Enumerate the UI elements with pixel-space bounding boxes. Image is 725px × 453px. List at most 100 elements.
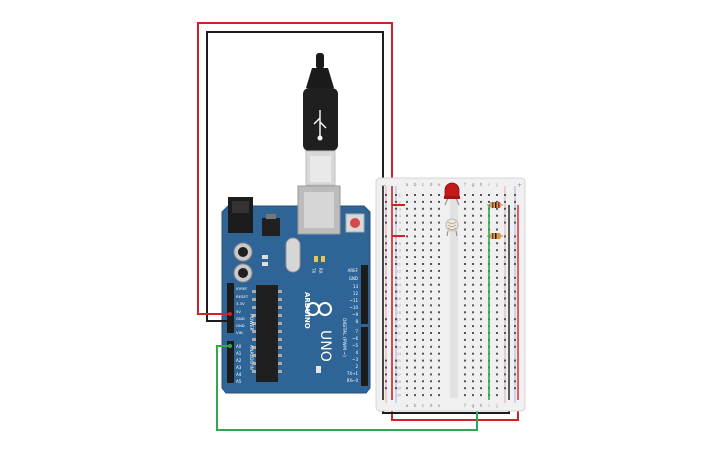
rail-hole[interactable]: [504, 359, 506, 362]
breadboard-hole[interactable]: [430, 366, 432, 369]
breadboard-hole[interactable]: [414, 200, 416, 203]
breadboard-hole[interactable]: [406, 311, 408, 314]
breadboard-hole[interactable]: [422, 207, 424, 210]
rail-hole[interactable]: [514, 359, 516, 362]
breadboard-hole[interactable]: [414, 228, 416, 231]
rail-hole[interactable]: [395, 380, 397, 383]
rail-hole[interactable]: [514, 290, 516, 293]
breadboard-hole[interactable]: [472, 338, 474, 341]
breadboard-hole[interactable]: [414, 214, 416, 217]
breadboard-hole[interactable]: [414, 276, 416, 279]
rail-hole[interactable]: [504, 345, 506, 348]
breadboard-hole[interactable]: [430, 373, 432, 376]
breadboard-hole[interactable]: [464, 352, 466, 355]
breadboard-hole[interactable]: [422, 345, 424, 348]
breadboard-hole[interactable]: [496, 194, 498, 196]
breadboard-hole[interactable]: [438, 366, 440, 369]
breadboard-hole[interactable]: [406, 283, 408, 286]
breadboard-hole[interactable]: [438, 394, 440, 397]
breadboard-hole[interactable]: [496, 345, 498, 348]
breadboard-hole[interactable]: [438, 228, 440, 231]
breadboard-hole[interactable]: [406, 394, 408, 397]
breadboard-hole[interactable]: [472, 318, 474, 321]
breadboard-hole[interactable]: [438, 387, 440, 390]
breadboard-hole[interactable]: [406, 304, 408, 307]
breadboard-hole[interactable]: [422, 263, 424, 265]
breadboard-hole[interactable]: [472, 297, 474, 300]
rail-hole[interactable]: [395, 256, 397, 259]
breadboard-hole[interactable]: [464, 200, 466, 203]
breadboard-hole[interactable]: [480, 263, 482, 265]
breadboard-hole[interactable]: [496, 352, 498, 355]
breadboard-hole[interactable]: [430, 214, 432, 217]
breadboard-hole[interactable]: [464, 338, 466, 341]
breadboard-hole[interactable]: [438, 283, 440, 286]
breadboard-hole[interactable]: [406, 387, 408, 390]
breadboard-hole[interactable]: [464, 318, 466, 321]
breadboard-hole[interactable]: [472, 256, 474, 259]
rail-hole[interactable]: [395, 338, 397, 341]
breadboard-hole[interactable]: [438, 221, 440, 224]
breadboard-hole[interactable]: [414, 373, 416, 376]
breadboard-hole[interactable]: [438, 207, 440, 210]
breadboard-hole[interactable]: [430, 387, 432, 390]
breadboard-hole[interactable]: [480, 269, 482, 272]
red-led[interactable]: [444, 182, 460, 206]
breadboard-hole[interactable]: [480, 394, 482, 397]
breadboard-hole[interactable]: [496, 304, 498, 307]
breadboard-hole[interactable]: [496, 338, 498, 341]
breadboard-hole[interactable]: [464, 359, 466, 362]
breadboard-hole[interactable]: [480, 318, 482, 321]
breadboard-hole[interactable]: [406, 366, 408, 369]
breadboard-hole[interactable]: [414, 338, 416, 341]
breadboard-hole[interactable]: [422, 387, 424, 390]
breadboard-hole[interactable]: [480, 283, 482, 286]
breadboard-hole[interactable]: [438, 290, 440, 293]
rail-hole[interactable]: [504, 200, 506, 203]
breadboard-hole[interactable]: [430, 207, 432, 210]
breadboard-hole[interactable]: [464, 325, 466, 328]
rail-hole[interactable]: [504, 194, 506, 196]
breadboard-hole[interactable]: [472, 345, 474, 348]
breadboard-hole[interactable]: [414, 263, 416, 265]
breadboard-hole[interactable]: [406, 228, 408, 231]
breadboard-hole[interactable]: [430, 297, 432, 300]
breadboard-hole[interactable]: [480, 352, 482, 355]
rail-hole[interactable]: [395, 249, 397, 252]
breadboard-hole[interactable]: [464, 263, 466, 265]
rail-hole[interactable]: [504, 263, 506, 265]
breadboard-hole[interactable]: [438, 200, 440, 203]
rail-hole[interactable]: [395, 297, 397, 300]
breadboard-hole[interactable]: [438, 263, 440, 265]
rail-hole[interactable]: [385, 338, 387, 341]
breadboard-hole[interactable]: [414, 297, 416, 300]
rail-hole[interactable]: [385, 297, 387, 300]
rail-hole[interactable]: [395, 242, 397, 245]
breadboard-hole[interactable]: [422, 228, 424, 231]
rail-hole[interactable]: [514, 338, 516, 341]
rail-hole[interactable]: [514, 276, 516, 279]
breadboard-hole[interactable]: [406, 276, 408, 279]
breadboard-hole[interactable]: [464, 387, 466, 390]
breadboard-hole[interactable]: [464, 290, 466, 293]
breadboard-hole[interactable]: [438, 276, 440, 279]
breadboard-hole[interactable]: [438, 249, 440, 252]
breadboard-hole[interactable]: [472, 352, 474, 355]
breadboard-hole[interactable]: [406, 332, 408, 334]
breadboard-hole[interactable]: [422, 338, 424, 341]
breadboard-hole[interactable]: [422, 200, 424, 203]
breadboard-hole[interactable]: [430, 276, 432, 279]
breadboard-hole[interactable]: [414, 290, 416, 293]
breadboard-hole[interactable]: [480, 242, 482, 245]
rail-hole[interactable]: [514, 373, 516, 376]
breadboard-hole[interactable]: [406, 263, 408, 265]
breadboard-hole[interactable]: [406, 297, 408, 300]
breadboard-hole[interactable]: [496, 366, 498, 369]
breadboard-hole[interactable]: [406, 194, 408, 196]
breadboard-hole[interactable]: [464, 345, 466, 348]
rail-hole[interactable]: [395, 304, 397, 307]
breadboard-hole[interactable]: [414, 194, 416, 196]
rail-hole[interactable]: [395, 387, 397, 390]
breadboard-hole[interactable]: [414, 304, 416, 307]
rail-hole[interactable]: [395, 366, 397, 369]
